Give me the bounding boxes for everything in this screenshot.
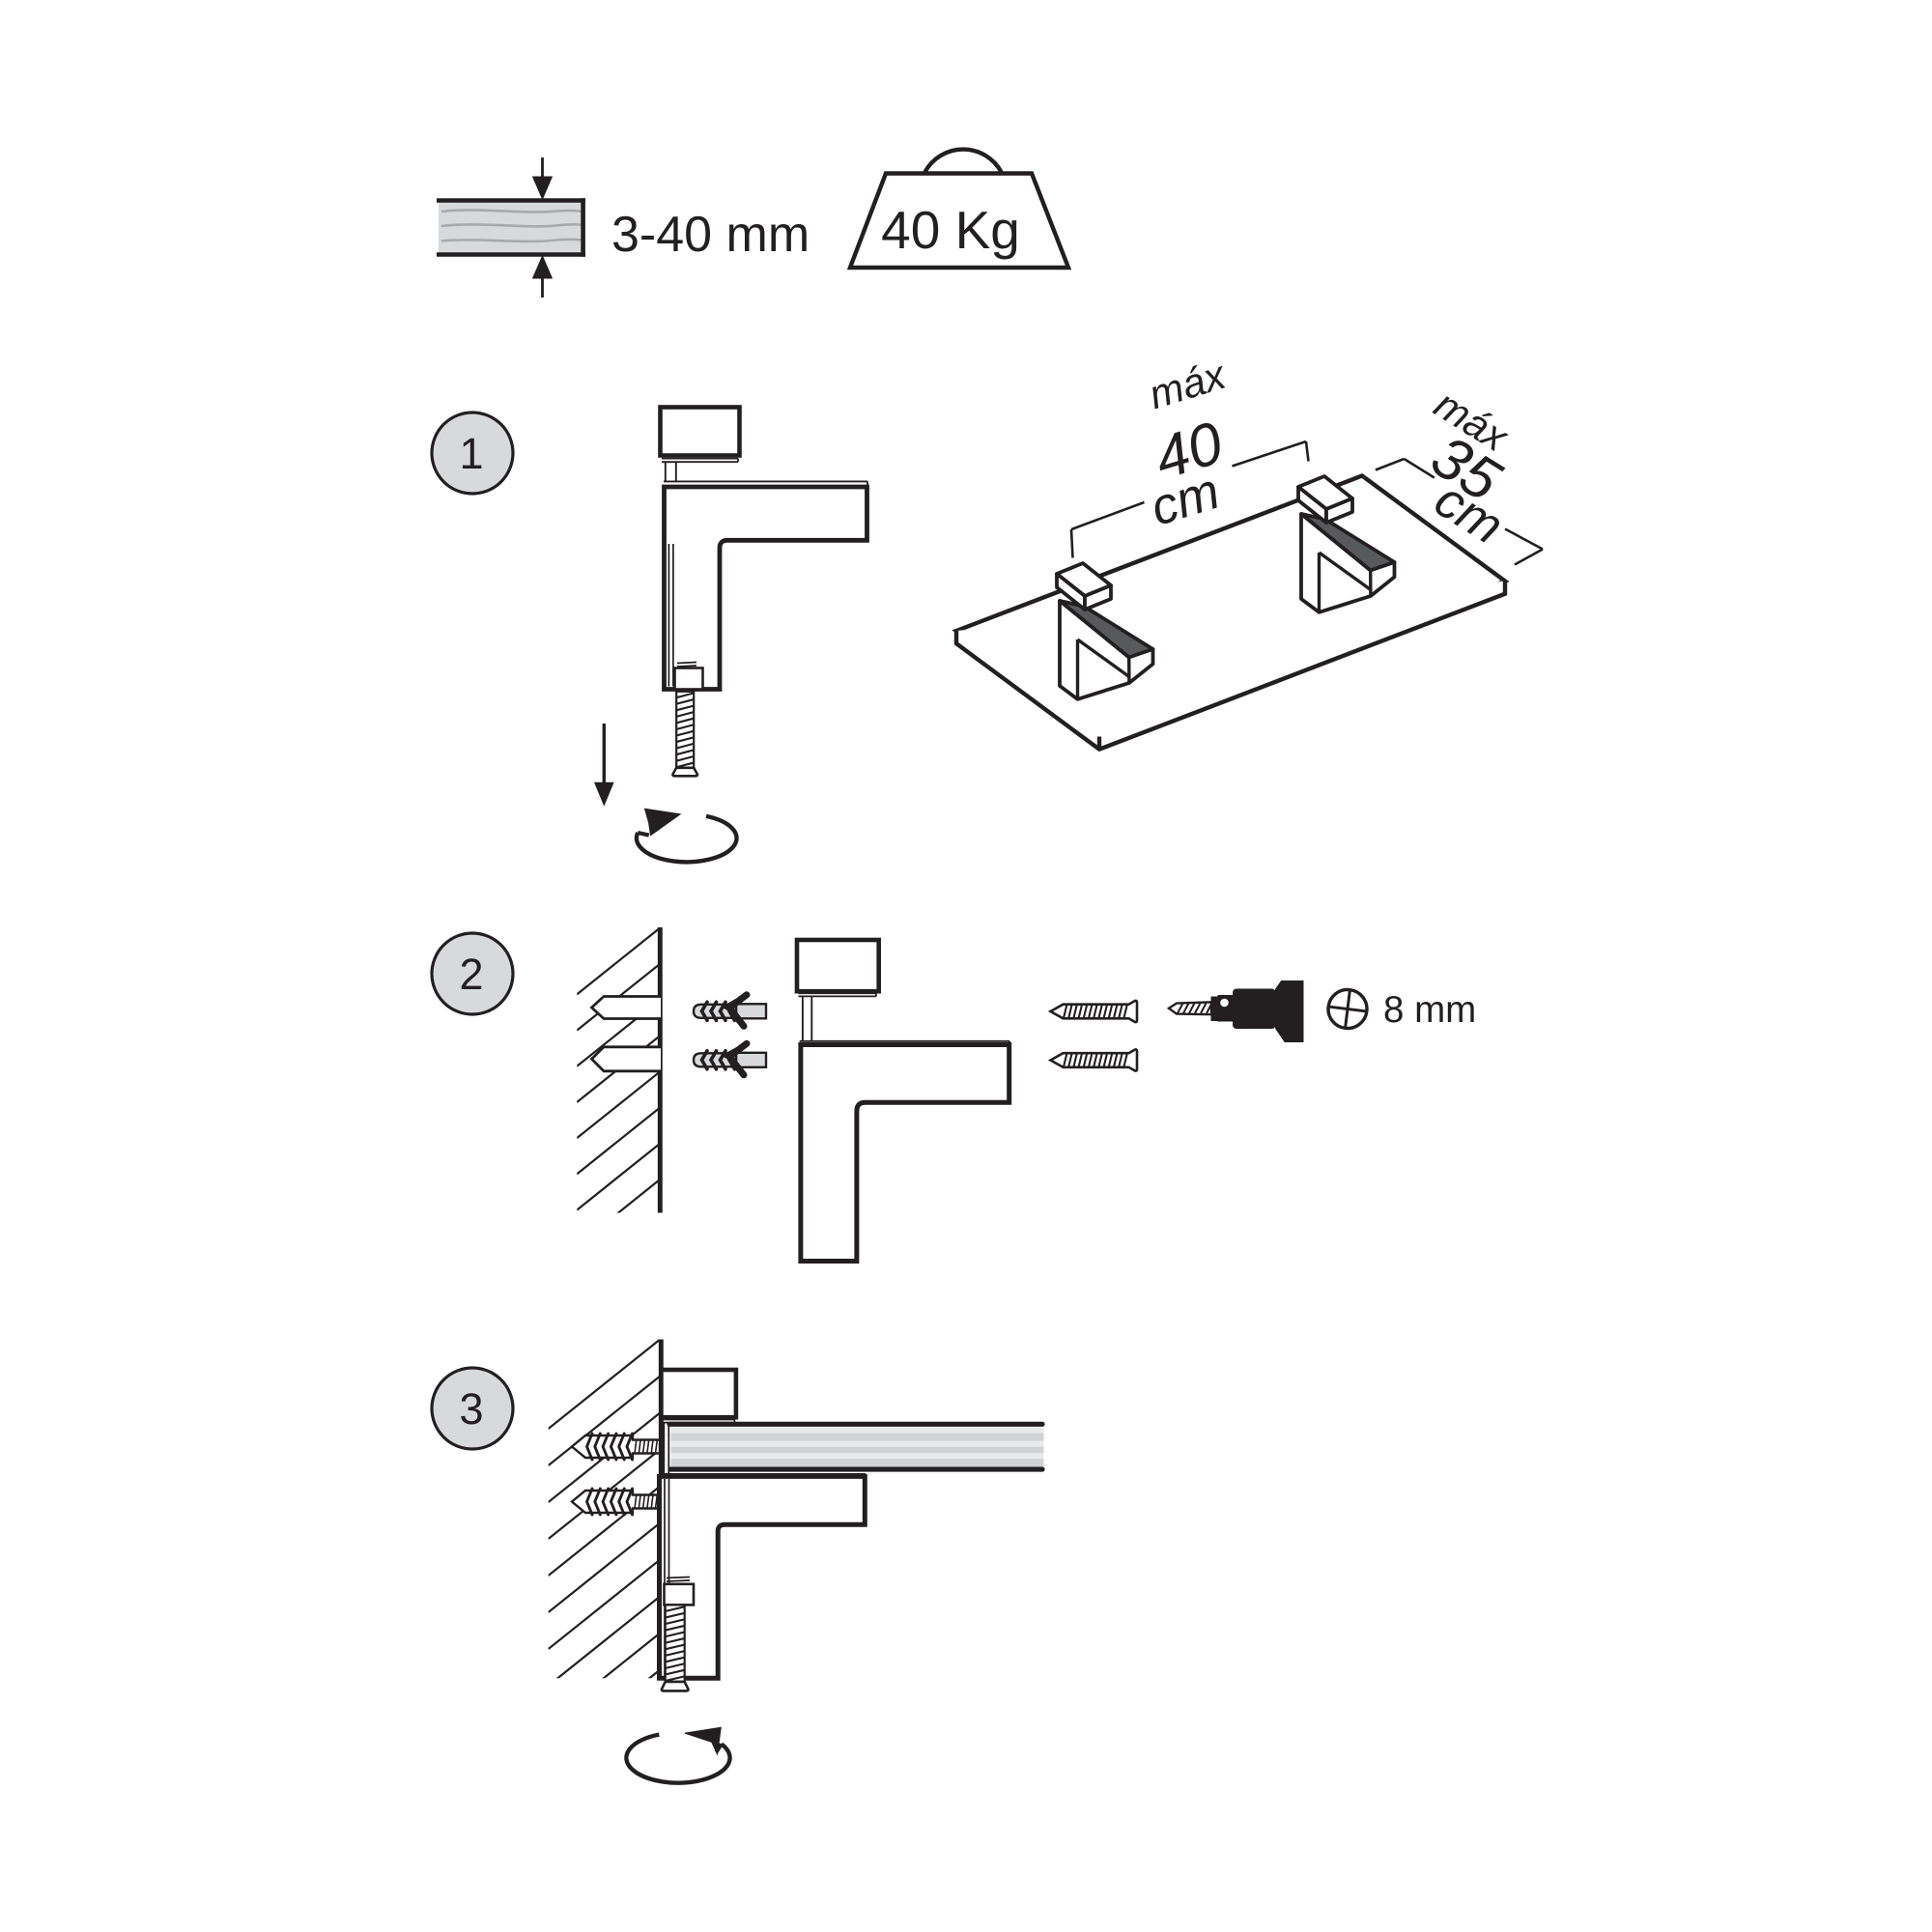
svg-text:8 mm: 8 mm — [1383, 989, 1476, 1031]
svg-text:1: 1 — [459, 429, 483, 478]
svg-text:40 Kg: 40 Kg — [881, 200, 1020, 260]
svg-text:3-40 mm: 3-40 mm — [611, 207, 810, 263]
svg-text:3: 3 — [459, 1384, 483, 1434]
svg-text:2: 2 — [459, 950, 483, 999]
